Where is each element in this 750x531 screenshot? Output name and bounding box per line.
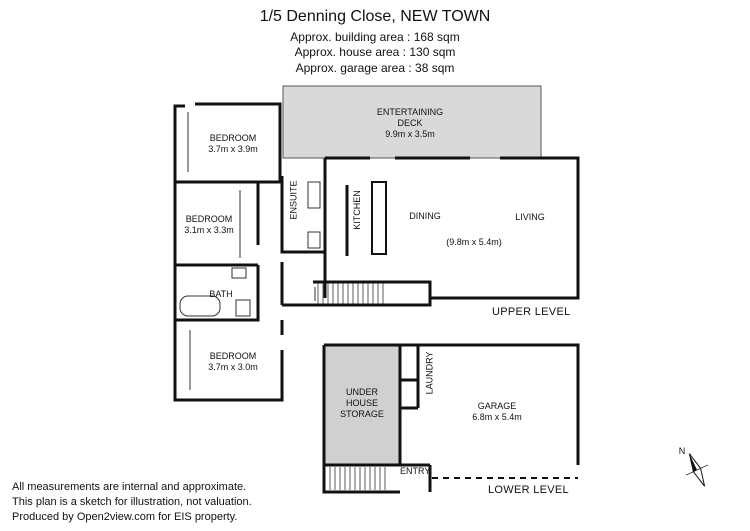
lower-level-label: LOWER LEVEL	[488, 484, 569, 496]
upper-level-label: UPPER LEVEL	[492, 306, 571, 318]
dining-label: DINING	[409, 211, 441, 221]
lower-level-walls	[322, 343, 580, 494]
entertaining-deck-area	[282, 85, 542, 159]
disclaimer-line-3: Produced by Open2view.com for EIS proper…	[12, 511, 238, 523]
building-area-text: Approx. building area : 168 sqm	[290, 30, 460, 44]
laundry-label: LAUNDRY	[424, 351, 435, 395]
upper-stairs	[317, 283, 384, 304]
entry-label: ENTRY	[400, 466, 431, 476]
living-size-label: (9.8m x 5.4m)	[446, 237, 502, 247]
garage-area-text: Approx. garage area : 38 sqm	[295, 61, 455, 75]
compass-icon	[685, 453, 709, 487]
ensuite-label: ENSUITE	[288, 180, 299, 220]
fixtures	[179, 112, 321, 390]
under-house-storage-area	[324, 345, 400, 465]
disclaimer: All measurements are internal and approx…	[12, 480, 252, 525]
compass-north-label: N	[678, 446, 686, 456]
page-title: 1/5 Denning Close, NEW TOWN	[259, 8, 491, 25]
bath-label: BATH	[209, 289, 233, 299]
living-label: LIVING	[515, 212, 545, 222]
upper-level-walls	[173, 102, 580, 402]
disclaimer-line-1: All measurements are internal and approx…	[12, 481, 247, 493]
kitchen-label: KITCHEN	[351, 190, 362, 230]
lower-stairs	[329, 467, 386, 490]
disclaimer-line-2: This plan is a sketch for illustration, …	[12, 496, 252, 508]
house-area-text: Approx. house area : 130 sqm	[294, 45, 456, 59]
